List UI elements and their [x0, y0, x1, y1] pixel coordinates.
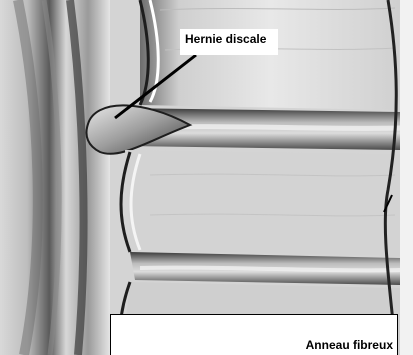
- label-annulus-text: Anneau fibreux: [306, 338, 393, 352]
- vertebra-upper: [140, 0, 400, 110]
- label-annulus: Anneau fibreux: [110, 314, 398, 355]
- label-herniation-text: Hernie discale: [185, 32, 266, 46]
- vertebra-lower: [121, 150, 400, 256]
- label-herniation: Hernie discale: [180, 29, 278, 55]
- spinal-cord: [0, 0, 110, 355]
